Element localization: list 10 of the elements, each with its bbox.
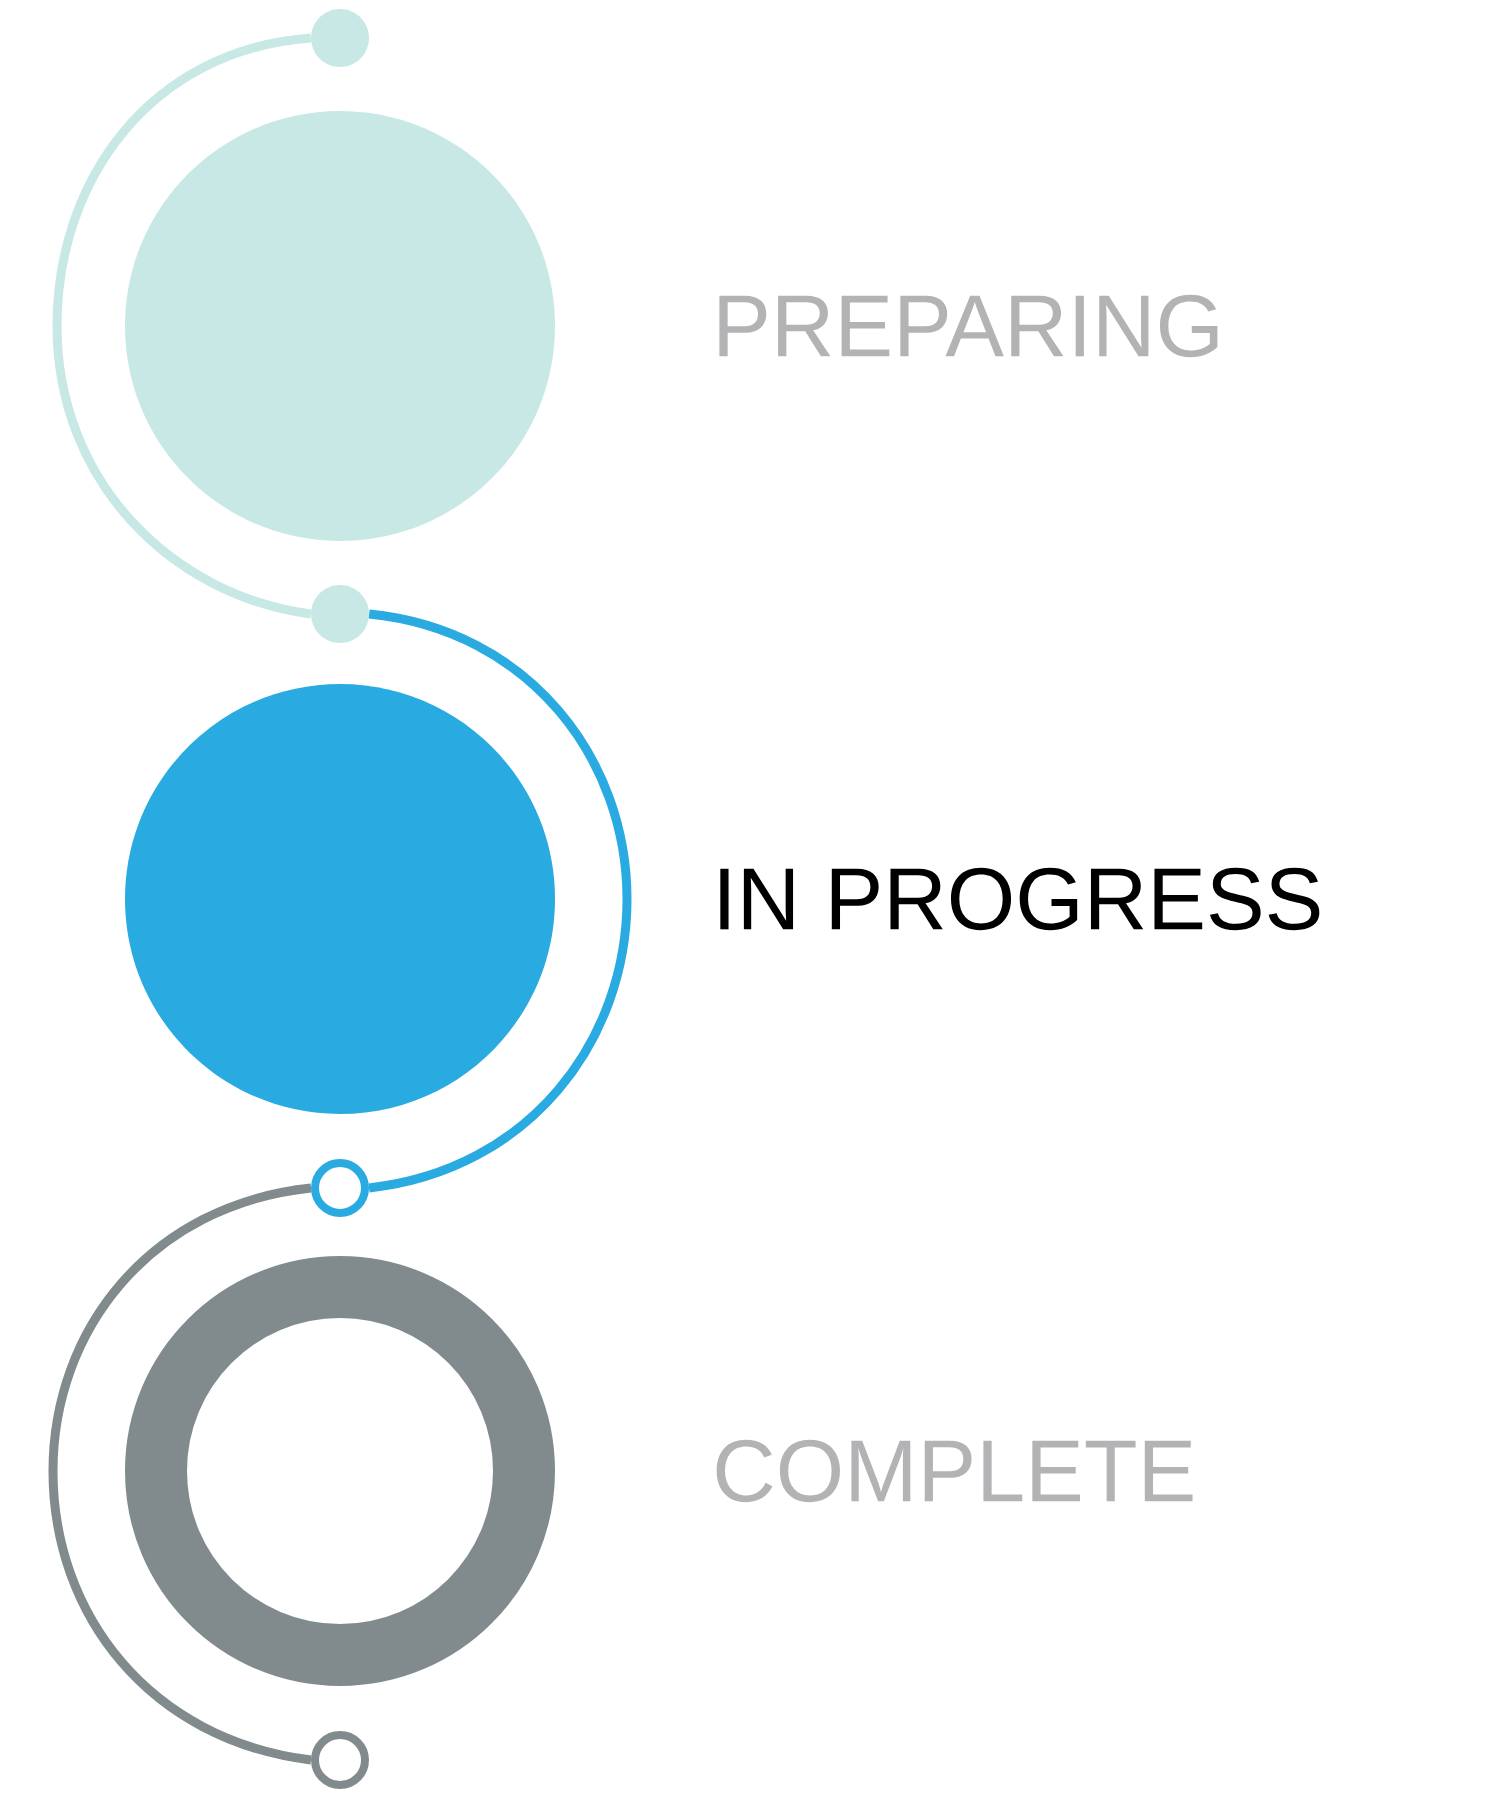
connector-curve: [48, 1183, 312, 1765]
stage-label: IN PROGRESS: [720, 867, 1320, 931]
connector-dot: [311, 9, 369, 67]
connector-dot: [311, 1159, 369, 1217]
connector-dot: [311, 585, 369, 643]
stage-label: COMPLETE: [716, 1439, 1193, 1503]
connector-curve: [368, 609, 632, 1193]
connector-dot: [311, 1731, 369, 1789]
stage-label: PREPARING: [719, 294, 1218, 358]
connector-curve: [52, 33, 312, 619]
